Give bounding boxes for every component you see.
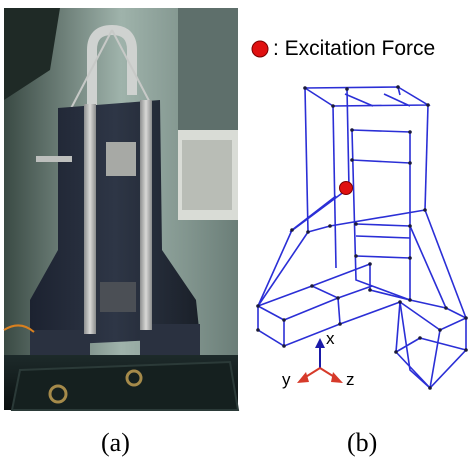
photo-pin — [36, 156, 72, 162]
photo-slide-plate — [106, 142, 136, 176]
frame-node — [368, 262, 372, 266]
wireframe-lines — [257, 86, 467, 390]
frame-edge — [369, 289, 411, 301]
legend-label: : Excitation Force — [273, 37, 436, 60]
axis-triad: x y z — [282, 329, 355, 389]
frame-edge — [339, 301, 401, 325]
frame-edge — [332, 105, 337, 269]
frame-node — [408, 298, 412, 302]
frame-node — [350, 128, 354, 132]
legend-marker — [251, 40, 269, 58]
frame-node — [426, 103, 430, 107]
y-axis-label: y — [282, 370, 291, 389]
frame-edge — [429, 329, 441, 389]
photo-fixture — [100, 282, 136, 312]
excitation-force-marker — [339, 181, 353, 195]
x-axis-arrowhead — [315, 338, 325, 348]
frame-edge — [355, 255, 411, 259]
frame-edge — [395, 337, 421, 353]
frame-node — [394, 350, 398, 354]
photo-rail-left — [84, 104, 96, 334]
frame-node — [408, 224, 412, 228]
frame-edge — [329, 209, 426, 227]
x-axis-label: x — [326, 329, 335, 348]
frame-edge — [304, 87, 309, 233]
frame-node — [336, 296, 340, 300]
photo-cable — [3, 324, 35, 333]
photo-panel — [3, 8, 240, 411]
frame-edge — [409, 225, 447, 309]
frame-node — [408, 130, 412, 134]
frame-edge — [424, 104, 429, 211]
frame-node — [396, 85, 400, 89]
frame-panel: x y z — [251, 40, 468, 390]
frame-node — [418, 336, 422, 340]
frame-node — [282, 344, 286, 348]
frame-node — [444, 306, 448, 310]
frame-edge — [351, 159, 411, 164]
frame-node — [282, 318, 286, 322]
photo-right-machine-shade — [182, 140, 232, 210]
frame-node — [331, 104, 335, 108]
frame-edge — [419, 337, 467, 351]
frame-node — [464, 348, 468, 352]
frame-node — [303, 86, 307, 90]
frame-node — [256, 328, 260, 332]
photo-ring-right — [125, 369, 143, 387]
frame-edge — [395, 351, 431, 389]
photo-shadow — [4, 8, 60, 100]
photo-chain-left — [65, 29, 113, 119]
photo-tray — [10, 360, 240, 411]
wireframe-nodes — [256, 85, 468, 390]
frame-edge — [424, 209, 467, 319]
frame-edge — [257, 305, 285, 321]
frame-node — [310, 284, 314, 288]
frame-node — [428, 386, 432, 390]
frame-node — [306, 230, 310, 234]
frame-node — [345, 87, 349, 91]
frame-edge — [344, 93, 374, 107]
frame-edge — [307, 225, 331, 233]
frame-node — [256, 304, 260, 308]
frame-node — [398, 300, 402, 304]
frame-node — [328, 224, 332, 228]
frame-edge — [289, 187, 350, 233]
frame-edge — [257, 231, 309, 307]
frame-edge — [355, 235, 411, 239]
frame-edge — [283, 297, 339, 321]
frame-edge — [351, 129, 411, 302]
frame-node — [423, 208, 427, 212]
frame-node — [338, 322, 342, 326]
frame-edge — [383, 93, 411, 107]
frame-edge — [346, 88, 350, 189]
y-axis-arrowhead — [297, 372, 309, 383]
frame-edge — [445, 307, 467, 319]
z-axis-label: z — [346, 370, 355, 389]
frame-node — [368, 288, 372, 292]
frame-edge — [311, 263, 371, 287]
frame-edge — [409, 299, 447, 309]
frame-edge — [337, 285, 373, 299]
photo-column-body — [30, 100, 200, 346]
caption-b: (b) — [347, 428, 378, 457]
caption-a: (a) — [101, 428, 130, 457]
frame-node — [464, 316, 468, 320]
photo-rail-right — [140, 100, 152, 330]
legend-label-text: Excitation Force — [284, 37, 436, 60]
z-axis-arrowhead — [331, 372, 343, 383]
frame-node — [354, 254, 358, 258]
frame-node — [290, 228, 294, 232]
frame-edge — [355, 223, 411, 227]
frame-edge — [257, 229, 293, 307]
frame-node — [438, 328, 442, 332]
photo-ring-left — [48, 384, 68, 404]
frame-edge — [395, 301, 401, 353]
frame-node — [408, 256, 412, 260]
frame-node — [408, 161, 412, 165]
frame-node — [350, 158, 354, 162]
frame-node — [354, 222, 358, 226]
